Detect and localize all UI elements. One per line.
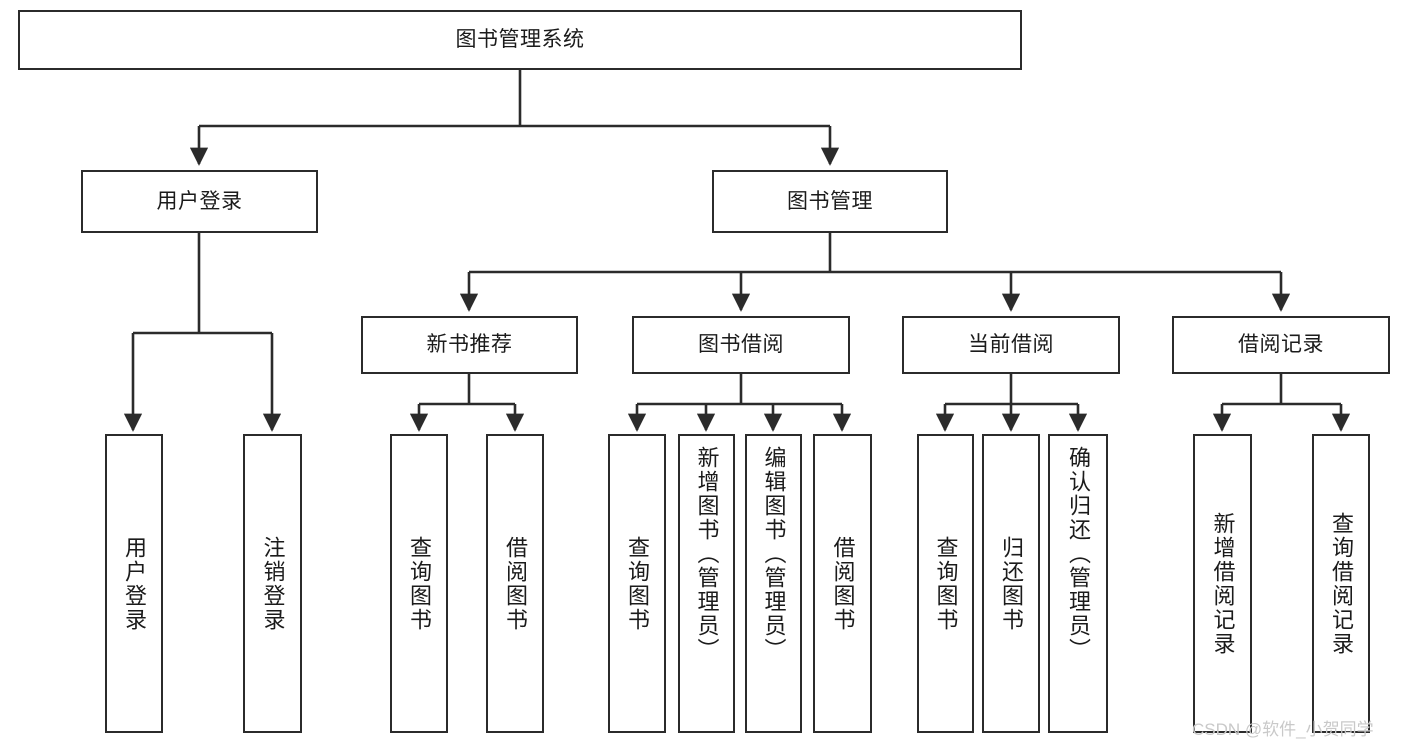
node-root-label: 图书管理系统 [455,28,585,52]
node-leaf-query-book-3-label: 查询图书 [933,535,959,632]
node-current-borrow-label: 当前借阅 [968,333,1054,357]
node-leaf-add-record[interactable]: 新增借阅记录 [1193,434,1252,733]
node-leaf-edit-book-label: 编辑图书（管理员） [761,446,787,662]
node-leaf-logout-label: 注销登录 [260,535,286,632]
node-leaf-return-book[interactable]: 归还图书 [982,434,1040,733]
node-leaf-query-record[interactable]: 查询借阅记录 [1312,434,1370,733]
node-leaf-logout[interactable]: 注销登录 [243,434,302,733]
node-leaf-borrow-book-2[interactable]: 借阅图书 [813,434,872,733]
node-leaf-query-book-2[interactable]: 查询图书 [608,434,666,733]
node-leaf-return-book-label: 归还图书 [999,535,1024,632]
node-leaf-confirm-return[interactable]: 确认归还（管理员） [1048,434,1108,733]
node-leaf-query-book-3[interactable]: 查询图书 [917,434,974,733]
node-leaf-confirm-return-label: 确认归还（管理员） [1066,446,1091,662]
node-leaf-add-book-label: 新增图书（管理员） [694,446,720,662]
node-new-book-recommend[interactable]: 新书推荐 [361,316,578,374]
csdn-watermark: CSDN @软件_小贺同学 [1192,720,1374,739]
node-book-manage[interactable]: 图书管理 [712,170,948,233]
node-book-manage-label: 图书管理 [787,189,873,213]
node-leaf-query-record-label: 查询借阅记录 [1329,511,1354,656]
node-leaf-add-book[interactable]: 新增图书（管理员） [678,434,735,733]
node-leaf-query-book-1-label: 查询图书 [407,535,432,632]
node-book-borrow[interactable]: 图书借阅 [632,316,850,374]
node-leaf-edit-book[interactable]: 编辑图书（管理员） [745,434,802,733]
node-leaf-add-record-label: 新增借阅记录 [1210,511,1236,656]
node-leaf-borrow-book-1[interactable]: 借阅图书 [486,434,544,733]
node-new-book-recommend-label: 新书推荐 [426,333,513,357]
node-leaf-user-login[interactable]: 用户登录 [105,434,163,733]
node-leaf-borrow-book-1-label: 借阅图书 [503,535,528,632]
node-leaf-query-book-2-label: 查询图书 [625,535,650,632]
node-leaf-user-login-label: 用户登录 [122,535,147,632]
node-leaf-query-book-1[interactable]: 查询图书 [390,434,448,733]
node-leaf-borrow-book-2-label: 借阅图书 [830,535,856,632]
node-current-borrow[interactable]: 当前借阅 [902,316,1120,374]
node-user-login-label: 用户登录 [156,189,243,213]
node-user-login[interactable]: 用户登录 [81,170,318,233]
node-book-borrow-label: 图书借阅 [698,333,784,357]
node-borrow-record-label: 借阅记录 [1238,333,1324,357]
node-root[interactable]: 图书管理系统 [18,10,1022,70]
node-borrow-record[interactable]: 借阅记录 [1172,316,1390,374]
